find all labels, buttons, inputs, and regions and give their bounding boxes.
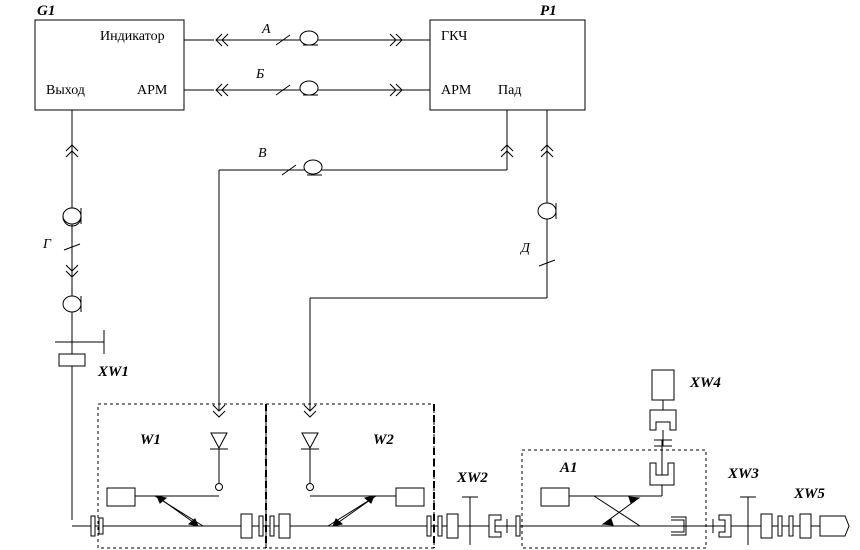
device-g1-output-port: Выход <box>46 83 85 98</box>
cable-g: Г <box>42 110 82 520</box>
device-g1-id: G1 <box>37 3 55 19</box>
device-g1-box <box>34 19 185 111</box>
connector-xw1: XW1 <box>55 330 129 380</box>
device-p1: P1 ГКЧ АРМ Пад <box>429 3 586 111</box>
coupler-w1-label: W1 <box>140 432 161 448</box>
connector-xw3-label: XW3 <box>727 466 759 482</box>
connector-xw2: XW2 <box>437 470 521 545</box>
cable-v: В <box>212 110 514 418</box>
connector-xw1-label: XW1 <box>97 364 129 380</box>
connector-xw5-label: XW5 <box>793 486 825 502</box>
connector-xw2-label: XW2 <box>456 470 488 486</box>
device-p1-box <box>429 19 586 111</box>
device-g1-arm-port: АРМ <box>137 83 168 98</box>
device-a1: A1 <box>521 440 707 549</box>
device-p1-gkch-port: ГКЧ <box>441 29 467 44</box>
cable-a-label: А <box>261 22 271 37</box>
device-p1-id: P1 <box>540 3 557 19</box>
device-g1-indicator-port: Индикатор <box>100 29 165 44</box>
cable-d-label: Д <box>519 241 531 256</box>
cable-g-label: Г <box>42 237 52 252</box>
coupler-w1: W1 <box>90 403 267 549</box>
connector-xw4: XW4 <box>649 369 721 447</box>
cable-b-label: Б <box>255 67 264 82</box>
device-a1-label: A1 <box>559 460 578 476</box>
device-g1: G1 Индикатор Выход АРМ <box>34 3 185 111</box>
device-p1-pad-port: Пад <box>498 83 521 98</box>
connector-xw4-label: XW4 <box>689 375 721 391</box>
cable-b: Б <box>184 67 430 97</box>
connector-xw3: XW3 <box>712 466 783 545</box>
connector-xw5: XW5 <box>788 486 850 539</box>
device-p1-arm-port: АРМ <box>441 83 472 98</box>
cable-d: Д <box>303 110 557 418</box>
cable-a: А <box>184 22 430 47</box>
coupler-w2-label: W2 <box>373 432 394 448</box>
cable-v-label: В <box>258 146 267 161</box>
coupler-w2: W2 <box>265 403 435 549</box>
